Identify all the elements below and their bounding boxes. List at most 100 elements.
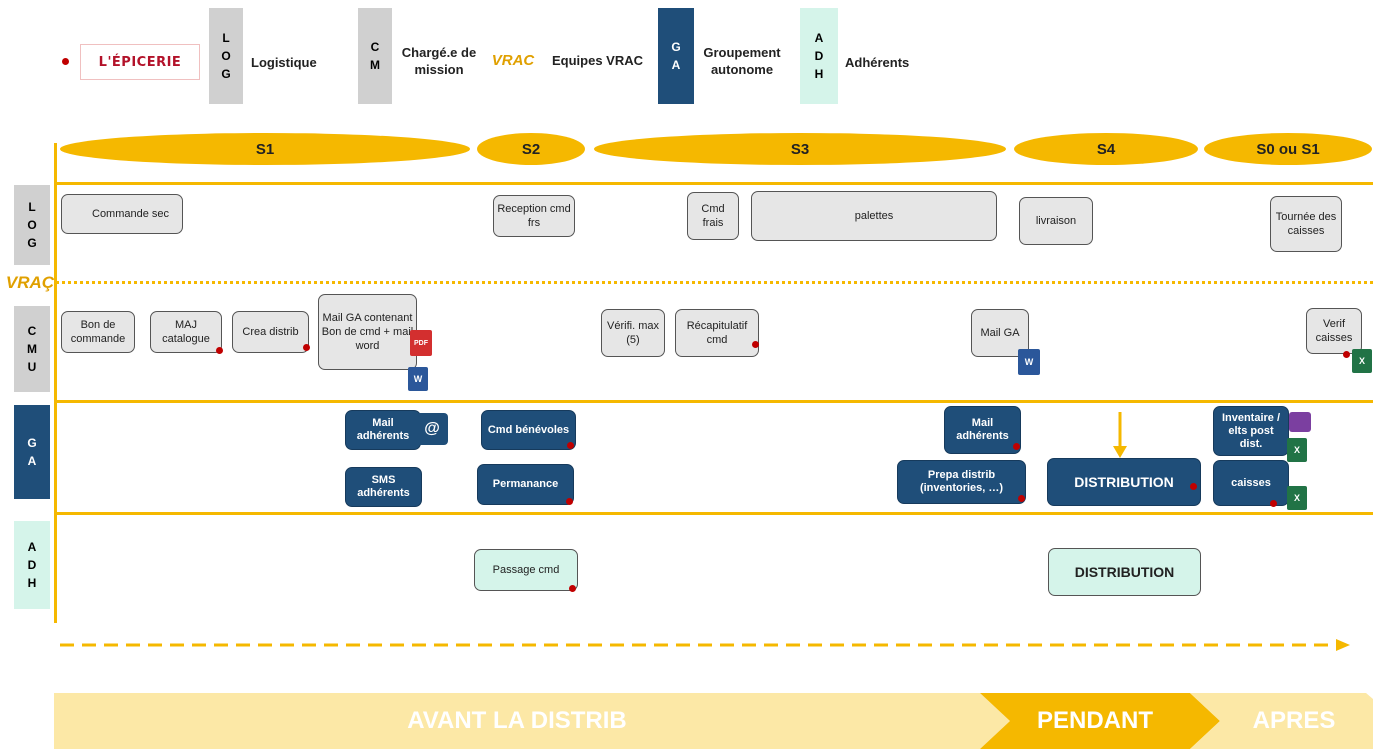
status-dot [1190, 483, 1197, 490]
legend-tag-letter: D [814, 49, 824, 63]
mail-icon-glyph: @ [424, 420, 440, 437]
legend-bullet [62, 58, 69, 65]
excel-icon: X [1287, 486, 1307, 510]
row-divider [56, 400, 1373, 403]
task-verifi-max: Vérifi. max (5) [601, 309, 665, 357]
task-cmd-benevoles: Cmd bénévoles [481, 410, 576, 450]
row-tag-letter: C [27, 324, 37, 338]
task-sms-adherents: SMS adhérents [345, 467, 422, 507]
status-dot [569, 585, 576, 592]
legend-tag-cm: C M [358, 8, 392, 104]
week-s1: S1 [60, 133, 470, 165]
row-tag-letter: G [27, 236, 37, 250]
task-maj-catalogue: MAJ catalogue [150, 311, 222, 353]
mail-icon: @ [416, 413, 448, 445]
legend-label-ga: Groupement autonome [703, 45, 781, 77]
status-dot [1013, 443, 1020, 450]
task-reception-cmd-frs: Reception cmd frs [493, 195, 575, 237]
legend-tag-adh: A D H [800, 8, 838, 104]
week-s0-ou-s1: S0 ou S1 [1204, 133, 1372, 165]
status-dot [216, 347, 223, 354]
pdf-icon: PDF [410, 330, 432, 356]
row-tag-letter: D [27, 558, 37, 572]
legend-tag-letter: A [671, 58, 681, 72]
task-crea-distrib: Crea distrib [232, 311, 309, 353]
task-caisses: caisses [1213, 460, 1289, 506]
printer-icon [1289, 412, 1311, 432]
week-s3: S3 [594, 133, 1006, 165]
task-prepa-distrib: Prepa distrib (inventories, …) [897, 460, 1026, 504]
phase-bar [54, 693, 1373, 749]
task-distribution-adh: DISTRIBUTION [1048, 548, 1201, 596]
task-mail-adherents: Mail adhérents [345, 410, 421, 450]
row-divider [56, 512, 1373, 515]
excel-icon: X [1287, 438, 1307, 462]
legend-tag-letter: C [370, 40, 380, 54]
legend-tag-letter: G [221, 67, 231, 81]
task-permanance: Permanance [477, 464, 574, 505]
legend-tag-letter: A [814, 31, 824, 45]
vrac-divider [56, 281, 1373, 284]
status-dot [303, 344, 310, 351]
legend-label-adh: Adhérents [845, 55, 910, 70]
task-verif-caisses: Verif caisses [1306, 308, 1362, 354]
task-mail-ga-bon-de-cmd: Mail GA contenant Bon de cmd + mail word [318, 294, 417, 370]
row-tag-letter: A [27, 540, 37, 554]
row-tag-letter: U [27, 360, 37, 374]
row-tag-letter: O [27, 218, 37, 232]
status-dot [1343, 351, 1350, 358]
word-icon: W [1018, 349, 1040, 375]
row-tag-letter: M [27, 342, 37, 356]
timeline-arrow [60, 638, 1352, 652]
legend-tag-log: L O G [209, 8, 243, 104]
status-dot [1018, 495, 1025, 502]
task-passage-cmd: Passage cmd [474, 549, 578, 591]
legend-tag-ga: G A [658, 8, 694, 104]
task-inventaire: Inventaire / elts post dist. [1213, 406, 1289, 456]
row-tag-cmu: C M U [14, 306, 50, 392]
legend-tag-letter: O [221, 49, 231, 63]
week-s4: S4 [1014, 133, 1198, 165]
row-tag-letter: L [28, 200, 36, 214]
row-tag-log: L O G [14, 185, 50, 265]
task-mail-ga: Mail GA [971, 309, 1029, 357]
week-s2: S2 [477, 133, 585, 165]
arrow-down-icon [1113, 412, 1127, 458]
phase-apres: APRES [1252, 707, 1336, 734]
legend-tag-letter: G [671, 40, 681, 54]
row-tag-letter: H [27, 576, 37, 590]
status-dot [567, 442, 574, 449]
task-palettes: palettes [751, 191, 997, 241]
task-commande-sec: Commande sec [61, 194, 183, 234]
task-recapitulatif-cmd: Récapitulatif cmd [675, 309, 759, 357]
phase-avant: AVANT LA DISTRIB [407, 707, 627, 734]
task-cmd-frais: Cmd frais [687, 192, 739, 240]
vrac-logo: VRAC [492, 47, 535, 73]
legend-label-cm: Chargé.e de mission [401, 45, 477, 77]
row-tag-letter: G [27, 436, 37, 450]
excel-icon: X [1352, 349, 1372, 373]
legend-tag-letter: H [814, 67, 824, 81]
legend-label-log: Logistique [251, 55, 317, 70]
epicerie-logo-text: L'ÉPICERIE [98, 54, 182, 70]
legend-label-vrac: Equipes VRAC [552, 53, 644, 68]
row-tag-ga: G A [14, 405, 50, 499]
phase-pendant: PENDANT [1036, 707, 1153, 734]
task-mail-adherents-2: Mail adhérents [944, 406, 1021, 454]
status-dot [752, 341, 759, 348]
task-tournee-des-caisses: Tournée des caisses [1270, 196, 1342, 252]
epicerie-logo: L'ÉPICERIE [80, 44, 200, 80]
legend-tag-letter: L [222, 31, 230, 45]
row-tag-vrac-text: VRAÇ [5, 273, 55, 292]
status-dot [566, 498, 573, 505]
legend-tag-letter: M [370, 58, 380, 72]
row-tag-vrac: VRAÇ [6, 271, 54, 295]
word-icon: W [408, 367, 428, 391]
task-distribution-ga: DISTRIBUTION [1047, 458, 1201, 506]
task-livraison: livraison [1019, 197, 1093, 245]
timeline-axis [54, 143, 57, 623]
row-tag-letter: A [27, 454, 37, 468]
row-tag-adh: A D H [14, 521, 50, 609]
vrac-logo-text: VRAC [491, 51, 535, 69]
row-divider [56, 182, 1373, 185]
